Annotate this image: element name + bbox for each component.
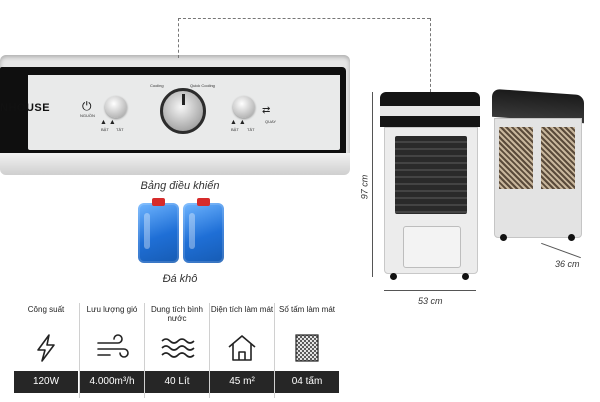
- spec-table: Công suất 120W Lưu lượng gió 4.000m³/h D…: [14, 303, 340, 398]
- swing-icon: ⇄: [262, 105, 271, 116]
- spec-cooling-area: Diện tích làm mát 45 m²: [209, 303, 274, 398]
- right-toggle-off-label: TẮT: [247, 127, 255, 132]
- spec-cooling-pads: Số tấm làm mát 04 tấm: [274, 303, 339, 398]
- right-toggle-icons: ▲ ▲: [230, 119, 246, 126]
- right-toggle-on-label: BẬT: [231, 127, 239, 132]
- panel-lower-trim: [0, 153, 350, 175]
- spec-label: Công suất: [27, 305, 65, 314]
- spec-value: 40 Lít: [145, 371, 209, 393]
- knob-label-cooling: Cooling: [150, 83, 164, 88]
- spec-power: Công suất 120W: [14, 303, 78, 398]
- ice-pack-image: [183, 198, 224, 263]
- spec-value: 4.000m³/h: [80, 371, 144, 393]
- left-toggle-icons: ▲ ▲: [100, 119, 116, 126]
- water-waves-icon: [161, 338, 195, 358]
- width-dimension-line: [384, 290, 476, 291]
- depth-dimension-line: [541, 242, 581, 259]
- spec-water-tank: Dung tích bình nước 40 Lít: [144, 303, 209, 398]
- house-icon: [228, 335, 256, 361]
- spec-value: 04 tấm: [275, 371, 339, 393]
- ice-pack-caption: Đá khô: [162, 273, 198, 285]
- height-dimension: 97 cm: [359, 174, 370, 200]
- spec-label: Lưu lượng gió: [86, 305, 138, 314]
- leader-line: [178, 18, 430, 19]
- spec-label: Số tấm làm mát: [278, 305, 335, 314]
- leader-line: [430, 18, 431, 92]
- left-toggle-on-label: BẬT: [101, 127, 109, 132]
- height-dimension-line: [372, 92, 373, 277]
- power-label: NGUỒN: [80, 113, 95, 118]
- spec-value: 45 m²: [210, 371, 274, 393]
- control-panel-image: NHOUSE ⏻ NGUỒN ▲ ▲ BẬT TẮT Cooling Quick…: [0, 55, 350, 175]
- swing-label: QUAY: [265, 119, 277, 124]
- spec-label: Dung tích bình nước: [150, 305, 204, 323]
- spec-label: Diện tích làm mát: [210, 305, 274, 314]
- power-button-graphic: [105, 96, 127, 118]
- mode-button-graphic: [233, 96, 255, 118]
- depth-dimension: 36 cm: [555, 259, 580, 269]
- air-cooler-side-image: [492, 88, 584, 242]
- width-dimension: 53 cm: [418, 296, 443, 306]
- power-icon: ⏻: [82, 99, 92, 113]
- knob-label-quick-cooling: Quick Cooling: [190, 83, 215, 88]
- air-cooler-front-image: [380, 92, 480, 282]
- control-panel-caption: Bảng điều khiển: [140, 180, 220, 192]
- cooling-pad-icon: [295, 334, 319, 362]
- leader-line: [178, 18, 179, 58]
- wind-icon: [97, 334, 129, 358]
- left-toggle-off-label: TẮT: [116, 127, 124, 132]
- spec-value: 120W: [14, 371, 78, 393]
- ice-pack-image: [138, 198, 179, 263]
- lightning-icon: [37, 334, 55, 362]
- spec-airflow: Lưu lượng gió 4.000m³/h: [79, 303, 144, 398]
- speed-knob-graphic: [160, 88, 206, 134]
- brand-logo: NHOUSE: [0, 102, 51, 114]
